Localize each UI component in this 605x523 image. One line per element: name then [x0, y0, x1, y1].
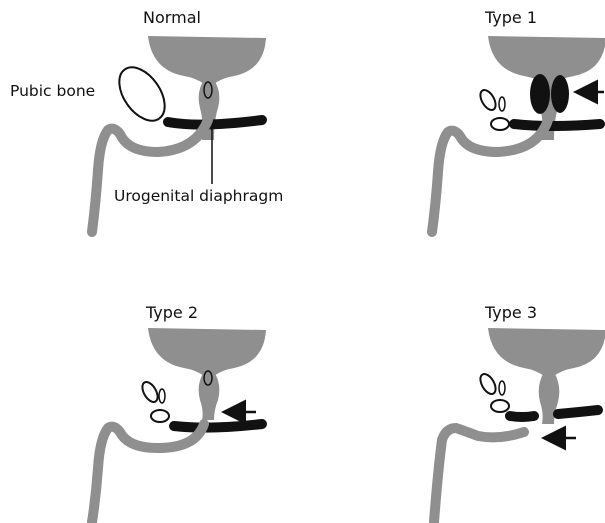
- posterior-tissue: [434, 428, 524, 522]
- bone-fragment: [151, 410, 169, 422]
- bone-fragment: [499, 381, 505, 395]
- bone-fragment: [477, 87, 498, 112]
- panel-type2: [92, 328, 266, 522]
- urogenital-diaphragm: [174, 424, 262, 428]
- posterior-tissue: [432, 120, 548, 232]
- lesion-left: [530, 74, 550, 114]
- bone-fragment: [477, 371, 498, 396]
- panel-normal: [92, 36, 266, 232]
- bone-fragment: [159, 389, 165, 403]
- lesion-right: [551, 75, 569, 113]
- urogenital-diaphragm-right: [558, 410, 598, 414]
- urogenital-diaphragm: [168, 120, 262, 125]
- bladder: [148, 328, 266, 376]
- bone-fragment: [499, 97, 505, 111]
- bone-fragment: [491, 118, 509, 130]
- bone-fragment: [491, 400, 509, 412]
- bladder: [488, 36, 605, 84]
- panel-type1: [432, 36, 605, 232]
- urogenital-diaphragm-left: [510, 416, 534, 417]
- bone-fragment: [139, 379, 160, 404]
- pubic-bone: [110, 59, 174, 129]
- posterior-tissue: [92, 424, 204, 522]
- bladder: [488, 328, 605, 376]
- urogenital-diaphragm: [514, 124, 600, 126]
- bladder: [148, 36, 266, 84]
- posterior-tissue: [92, 120, 208, 232]
- urethra: [199, 372, 220, 420]
- panel-type3: [434, 328, 605, 522]
